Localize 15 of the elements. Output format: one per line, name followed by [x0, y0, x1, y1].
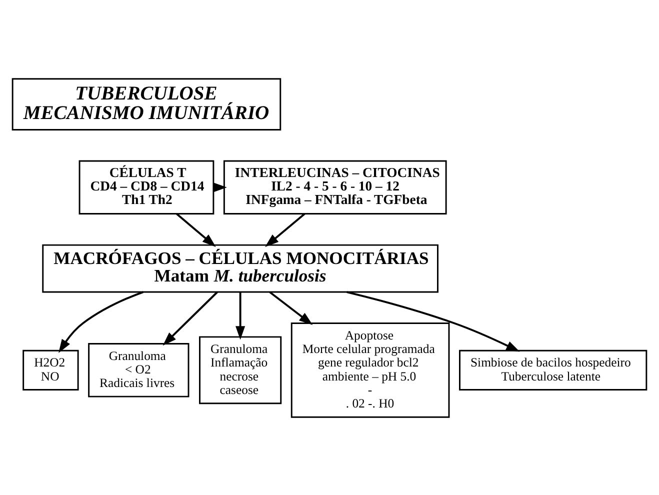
arrow	[176, 212, 216, 246]
arrow	[58, 290, 144, 352]
node-box: TUBERCULOSE MECANISMO IMUNITÁRIO	[12, 78, 282, 130]
arrow	[265, 212, 306, 246]
arrow	[162, 290, 218, 346]
node-box: INTERLEUCINAS – CITOCINAS IL2 - 4 - 5 - 6 - 10 – 12 INFgama – FNTalfa - TGFbeta	[223, 160, 447, 214]
node-box: MACRÓFAGOS – CÉLULAS MONOCITÁRIAS Matam M. tuberculosis	[42, 244, 438, 292]
node-box: Apoptose Morte celular programada gene regulador bcl2 ambiente – pH 5.0 - . 02 -. H0	[290, 322, 450, 418]
arrow	[346, 290, 520, 352]
arrow	[269, 290, 313, 325]
node-box: H2O2 NO	[22, 349, 79, 390]
arrow	[236, 292, 246, 340]
node-box: Simbiose de bacilos hospedeiro Tuberculose latente	[459, 349, 648, 390]
node-box: Granuloma Inflamação necrose caseose	[199, 336, 282, 404]
node-box: Granuloma < O2 Radicais livres	[88, 342, 190, 397]
